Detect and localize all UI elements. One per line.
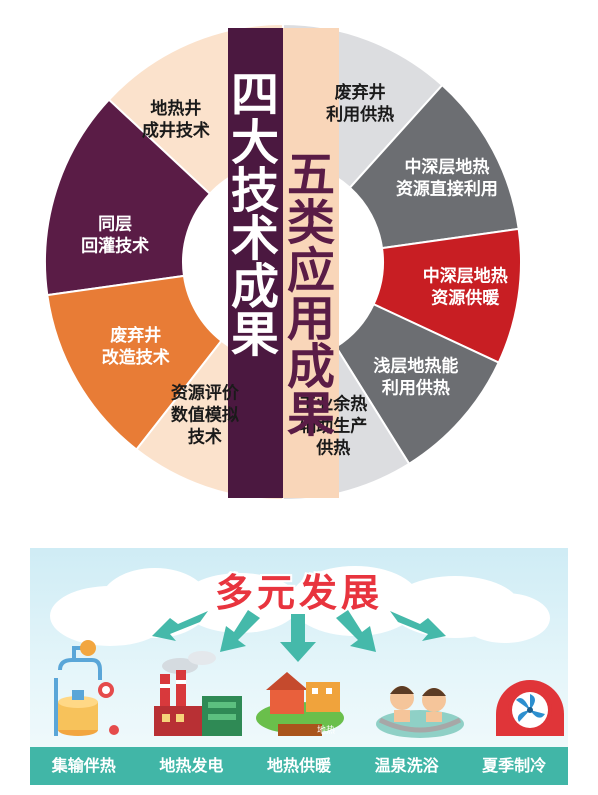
left-title-char: 四 <box>231 67 279 123</box>
left-segment-label-3: 资源评价数值模拟技术 <box>171 382 240 447</box>
left-segment-label-0: 地热井成井技术 <box>142 98 210 141</box>
left-title-band <box>228 28 283 498</box>
power-plant-icon <box>154 651 242 736</box>
left-title-char: 技 <box>231 163 279 219</box>
icons-group: 地热 <box>54 640 564 738</box>
left-title-char: 果 <box>231 307 279 363</box>
arrow-left-icon <box>152 611 208 641</box>
application-bar: 集输伴热 地热发电 地热供暖 温泉洗浴 夏季制冷 <box>30 747 568 785</box>
label-geothermal-power: 地热发电 <box>159 756 224 775</box>
right-segment-label-3: 浅层地热能利用供热 <box>373 355 458 398</box>
arrow-right-icon <box>390 611 446 641</box>
left-title-char: 大 <box>231 115 279 171</box>
left-segment-label-2: 废弃井改造技术 <box>102 325 170 368</box>
right-title-char: 应 <box>287 243 335 299</box>
label-pipeline-heat-tracing: 集输伴热 <box>51 756 116 775</box>
arrow-down-right-icon <box>336 610 376 652</box>
icon-overlay-text: 地热 <box>317 724 335 736</box>
right-title-char: 类 <box>287 195 335 251</box>
label-summer-cooling: 夏季制冷 <box>482 756 547 775</box>
left-segment-label-1: 同层回灌技术 <box>81 214 149 256</box>
left-title-char: 术 <box>231 211 279 267</box>
arrow-down-left-icon <box>220 610 260 652</box>
right-segment-label-4: 工业余热辅助生产供热 <box>299 393 367 458</box>
right-segment-label-0: 废弃井利用供热 <box>326 82 394 125</box>
diversified-development-panel: 多元发展 <box>30 548 568 785</box>
right-title-char: 五 <box>287 147 335 203</box>
right-title-band <box>283 28 339 498</box>
left-title-char: 成 <box>231 259 279 315</box>
right-segment-label-1: 中深层地热资源直接利用 <box>396 156 498 199</box>
right-title-char: 成 <box>287 339 335 395</box>
arrows-group <box>152 610 446 662</box>
hot-spring-icon <box>376 686 464 738</box>
label-geothermal-heating: 地热供暖 <box>266 756 331 775</box>
pipeline-tank-icon <box>54 640 119 736</box>
arrow-down-icon <box>280 614 316 662</box>
panel-title: 多元发展 <box>214 571 383 615</box>
right-title-char: 果 <box>287 387 335 443</box>
cloud-shape <box>460 593 550 643</box>
label-hot-spring-bath: 温泉洗浴 <box>374 756 439 775</box>
fan-cooling-icon <box>496 680 564 736</box>
right-title-char: 用 <box>287 291 335 347</box>
technology-application-donut: 地热井成井技术同层回灌技术废弃井改造技术资源评价数值模拟技术废弃井利用供热中深层… <box>44 22 522 502</box>
right-segment-label-2: 中深层地热资源供暖 <box>423 266 508 309</box>
greenhouse-heating-icon: 地热 <box>256 672 344 736</box>
